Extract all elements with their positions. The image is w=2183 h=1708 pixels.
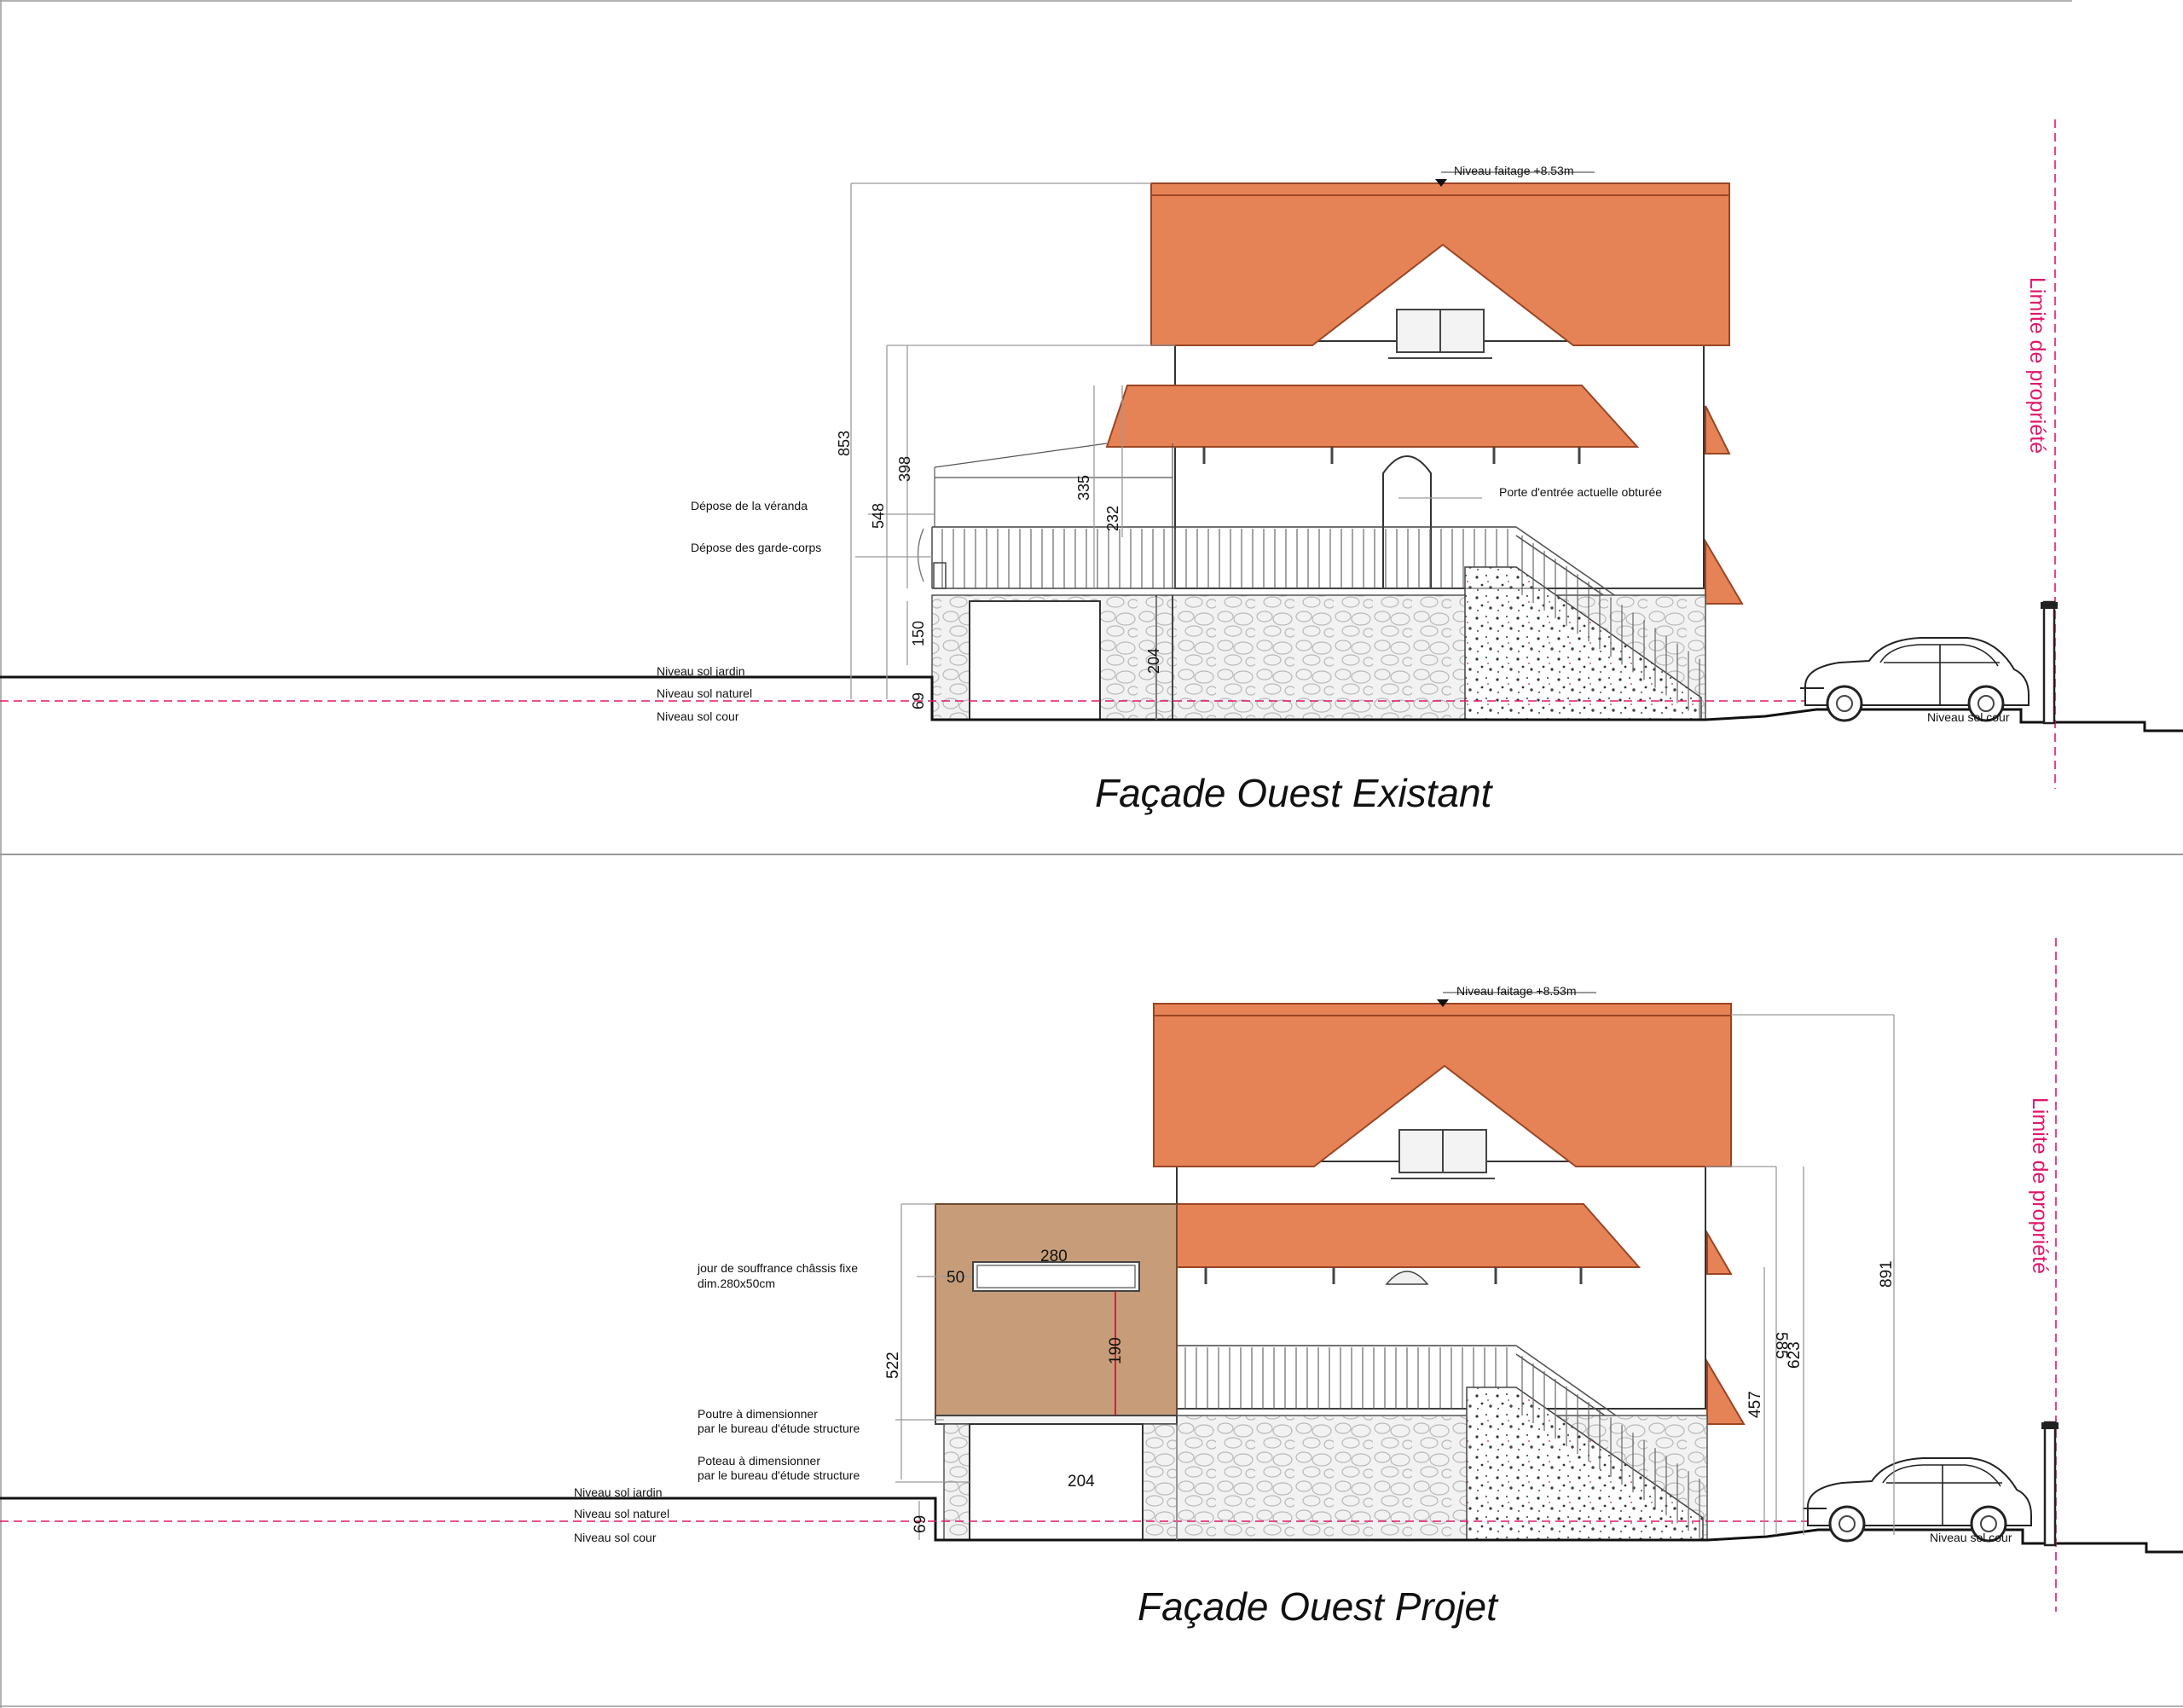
dim-548: 548	[870, 503, 887, 529]
yard-level-label-right: Niveau sol cour	[1930, 1531, 2012, 1544]
ground-line	[0, 675, 2183, 732]
natural-level-label: Niveau sol naturel	[657, 686, 752, 700]
wood-extension	[935, 1203, 1178, 1416]
dim-190: 190	[1107, 1337, 1125, 1364]
dim-398: 398	[896, 456, 913, 482]
dim-585: 585	[1772, 1332, 1790, 1359]
dim-280: 280	[1040, 1248, 1068, 1265]
beam-note-line2: par le bureau d'étude structure	[698, 1421, 860, 1435]
ridge-level-label: Niveau faitage +8.53m	[1456, 984, 1576, 998]
upper-wall	[1176, 1161, 1706, 1410]
stair-block	[1464, 566, 1702, 721]
yard-level-label: Niveau sol cour	[574, 1531, 657, 1544]
upper-wall	[1174, 340, 1705, 589]
property-limit-label: Limite de propriété	[2025, 277, 2049, 454]
canopy-roof	[1176, 1203, 1642, 1268]
main-roof	[1153, 1003, 1732, 1167]
dim-457: 457	[1746, 1391, 1764, 1418]
front-door-note: Porte d'entrée actuelle obturée	[1499, 485, 1662, 499]
canopy-roof	[1105, 385, 1640, 448]
dim-891: 891	[1878, 1260, 1896, 1288]
open-bay	[969, 1423, 1144, 1541]
front-door	[1382, 455, 1432, 589]
veranda-note: Dépose de la véranda	[691, 499, 808, 512]
project-title: Façade Ouest Projet	[1138, 1584, 1499, 1629]
main-roof	[1150, 182, 1730, 346]
window-note-line2: dim.280x50cm	[698, 1277, 775, 1290]
post-note-line1: Poteau à dimensionner	[698, 1454, 820, 1468]
dim-522: 522	[884, 1352, 902, 1379]
garden-level-label: Niveau sol jardin	[574, 1485, 663, 1499]
window-note-line1: jour de souffrance châssis fixe	[697, 1261, 858, 1275]
railing-note: Dépose des garde-corps	[691, 541, 821, 554]
garden-level-label: Niveau sol jardin	[657, 664, 745, 678]
ground-line	[0, 1497, 2183, 1554]
dim-50: 50	[947, 1269, 964, 1287]
side-eave-lower	[1705, 538, 1744, 605]
yard-level-label: Niveau sol cour	[657, 709, 739, 723]
stair-block	[1466, 1387, 1704, 1541]
existing-title: Façade Ouest Existant	[1095, 771, 1494, 815]
dim-69: 69	[912, 1515, 929, 1533]
dim-150: 150	[910, 621, 927, 646]
existing-elevation: Niveau faitage +8.53m Dépose de la véran…	[0, 119, 2183, 815]
car-drawing	[1803, 1457, 2032, 1543]
veranda-frame	[934, 443, 1173, 588]
natural-level-label: Niveau sol naturel	[574, 1507, 669, 1520]
car-drawing	[1800, 637, 2030, 722]
dim-232: 232	[1104, 506, 1121, 531]
beam-note-line1: Poutre à dimensionner	[698, 1407, 818, 1421]
project-elevation: Niveau faitage +8.53m jour de souffrance…	[0, 938, 2183, 1629]
post-note-line2: par le bureau d'étude structure	[698, 1468, 860, 1482]
dim-204: 204	[1145, 648, 1162, 674]
yard-level-label-right: Niveau sol cour	[1927, 710, 2010, 724]
dim-853: 853	[836, 431, 853, 456]
dim-69: 69	[910, 692, 927, 709]
dim-335: 335	[1075, 475, 1092, 501]
side-eave-upper	[1706, 1230, 1733, 1275]
ridge-level-label: Niveau faitage +8.53m	[1454, 164, 1573, 177]
property-limit-label: Limite de propriété	[2028, 1097, 2052, 1274]
dim-204: 204	[1068, 1473, 1095, 1491]
side-eave-upper	[1705, 405, 1731, 455]
dim-623: 623	[1786, 1341, 1804, 1369]
side-eave-lower	[1706, 1358, 1746, 1425]
garage-opening	[969, 600, 1101, 721]
